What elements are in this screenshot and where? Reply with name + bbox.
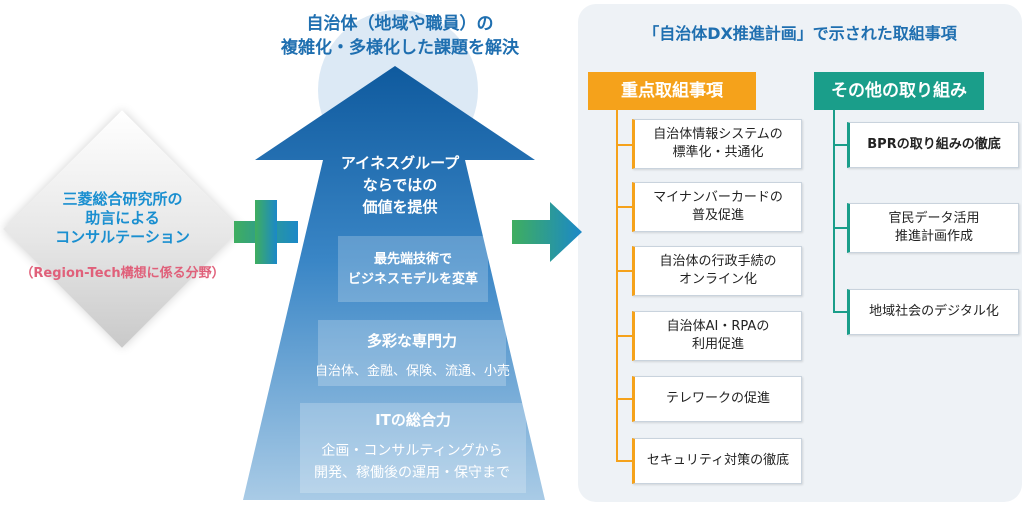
priority-branch-3	[616, 270, 632, 272]
priority-item-online: 自治体の行政手続の オンライン化	[632, 246, 802, 296]
band-expertise-sub: 自治体、金融、保険、流通、小売	[314, 364, 510, 379]
priority-item-telework: テレワークの促進	[632, 376, 802, 422]
band-expertise: 多彩な専門力	[318, 320, 506, 386]
other-item-digital: 地域社会のデジタル化	[847, 289, 1019, 335]
arrow-head-line-2: ならではの	[362, 176, 438, 194]
top-title-line-1: 自治体（地域や職員）の	[306, 14, 494, 34]
top-title: 自治体（地域や職員）の 複雑化・多様化した課題を解決	[255, 12, 545, 60]
consultation-line-3: コンサルテーション	[55, 228, 190, 246]
priority-branch-6	[616, 460, 632, 462]
plus-icon-vertical	[255, 200, 277, 264]
value-arrow	[243, 66, 545, 500]
right-arrow-icon	[512, 202, 582, 262]
top-title-line-2: 複雑化・多様化した課題を解決	[281, 38, 519, 58]
band-it: ITの総合力	[300, 403, 526, 493]
priority-connector	[616, 110, 618, 460]
priority-branch-5	[616, 398, 632, 400]
consultation-line-2: 助言による	[85, 209, 160, 227]
band-innovation-line-1: 最先端技術で	[373, 252, 452, 267]
other-connector	[833, 110, 835, 313]
band-innovation: 最先端技術で ビジネスモデルを変革	[338, 236, 488, 302]
band-it-sub-2: 開発、稼働後の運用・保守まで	[314, 465, 510, 481]
band-expertise-sub-wrap: 自治体、金融、保険、流通、小売	[270, 360, 555, 379]
band-it-sub-wrap: 企画・コンサルティングから 開発、稼働後の運用・保守まで	[262, 440, 562, 484]
dx-plan-title: 「自治体DX推進計画」で示された取組事項	[643, 24, 957, 43]
arrow-head-text: アイネスグループ ならではの 価値を提供	[305, 152, 495, 218]
other-item-bpr: BPRの取り組みの徹底	[847, 122, 1019, 168]
consultation-line-1: 三菱総合研究所の	[62, 190, 183, 208]
band-expertise-title: 多彩な専門力	[366, 332, 457, 350]
priority-item-mynumber: マイナンバーカードの 普及促進	[632, 182, 802, 232]
other-branch-3	[833, 311, 847, 313]
band-it-sub-1: 企画・コンサルティングから	[321, 443, 503, 459]
priority-branch-2	[616, 206, 632, 208]
priority-item-security: セキュリティ対策の徹底	[632, 438, 802, 484]
priority-label: 重点取組事項	[588, 72, 756, 110]
band-innovation-line-2: ビジネスモデルを変革	[347, 272, 478, 287]
band-it-title: ITの総合力	[375, 411, 451, 429]
arrow-head-line-3: 価値を提供	[362, 198, 438, 216]
other-branch-2	[833, 227, 847, 229]
consultation-text: 三菱総合研究所の 助言による コンサルテーション	[10, 190, 235, 247]
priority-item-ai-rpa: 自治体AI・RPAの 利用促進	[632, 311, 802, 361]
other-label: その他の取り組み	[814, 72, 984, 110]
arrow-head-line-1: アイネスグループ	[340, 154, 460, 172]
other-item-data: 官民データ活用 推進計画作成	[847, 203, 1019, 253]
priority-item-standardization: 自治体情報システムの 標準化・共通化	[632, 119, 802, 169]
priority-branch-4	[616, 335, 632, 337]
region-tech-note: （Region-Tech構想に係る分野）	[20, 266, 225, 281]
other-branch-1	[833, 144, 847, 146]
priority-branch-1	[616, 144, 632, 146]
